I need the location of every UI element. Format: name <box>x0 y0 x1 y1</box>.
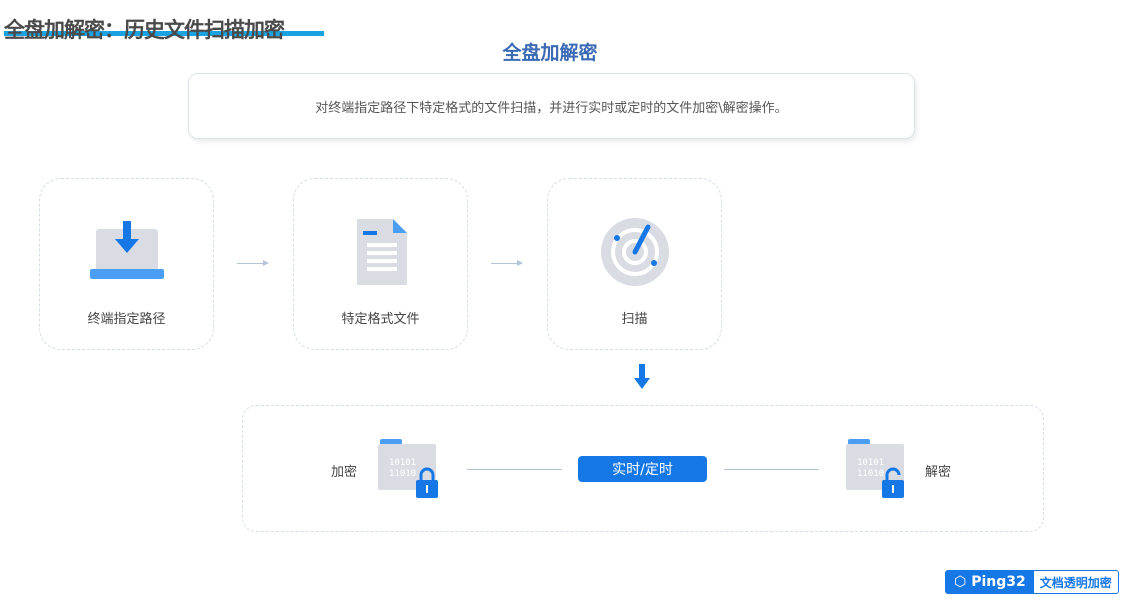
flow-arrow <box>237 260 269 266</box>
step-card-format: 特定格式文件 <box>293 178 468 350</box>
laptop-download-icon <box>89 221 164 279</box>
encrypt-label: 加密 <box>331 465 358 480</box>
step-label: 终端指定路径 <box>87 312 166 327</box>
description-text: 对终端指定路径下特定格式的文件扫描，并进行实时或定时的文件加密\解密操作。 <box>315 100 788 116</box>
step-label: 扫描 <box>621 312 648 327</box>
svg-text:11010: 11010 <box>389 469 416 479</box>
title-underline <box>4 31 324 36</box>
document-icon <box>356 219 407 285</box>
step-card-scan: 扫描 <box>547 178 722 350</box>
encrypt-decrypt-box <box>242 405 1044 532</box>
mode-badge: 实时/定时 <box>578 456 707 482</box>
svg-text:11010: 11010 <box>857 469 884 479</box>
description-box: 对终端指定路径下特定格式的文件扫描，并进行实时或定时的文件加密\解密操作。 <box>188 73 915 139</box>
section-title: 全盘加解密 <box>502 42 598 64</box>
down-arrow-icon <box>634 364 650 389</box>
cube-icon: ⬡ <box>954 574 967 590</box>
decrypt-label: 解密 <box>925 465 952 480</box>
brand-name: Ping32 <box>971 574 1026 590</box>
flow-arrow-right <box>724 469 819 470</box>
flow-arrow-left <box>467 469 562 470</box>
page-title: 全盘加解密：历史文件扫描加密 <box>4 18 285 42</box>
radar-icon <box>600 218 669 286</box>
svg-text:10101: 10101 <box>389 458 416 468</box>
step-label: 特定格式文件 <box>341 312 420 327</box>
svg-text:10101: 10101 <box>857 458 884 468</box>
flow-arrow <box>491 260 523 266</box>
brand-tagline: 文档透明加密 <box>1039 575 1112 590</box>
step-card-path: 终端指定路径 <box>39 178 214 350</box>
brand-logo: ⬡Ping32 文档透明加密 <box>945 570 1119 594</box>
